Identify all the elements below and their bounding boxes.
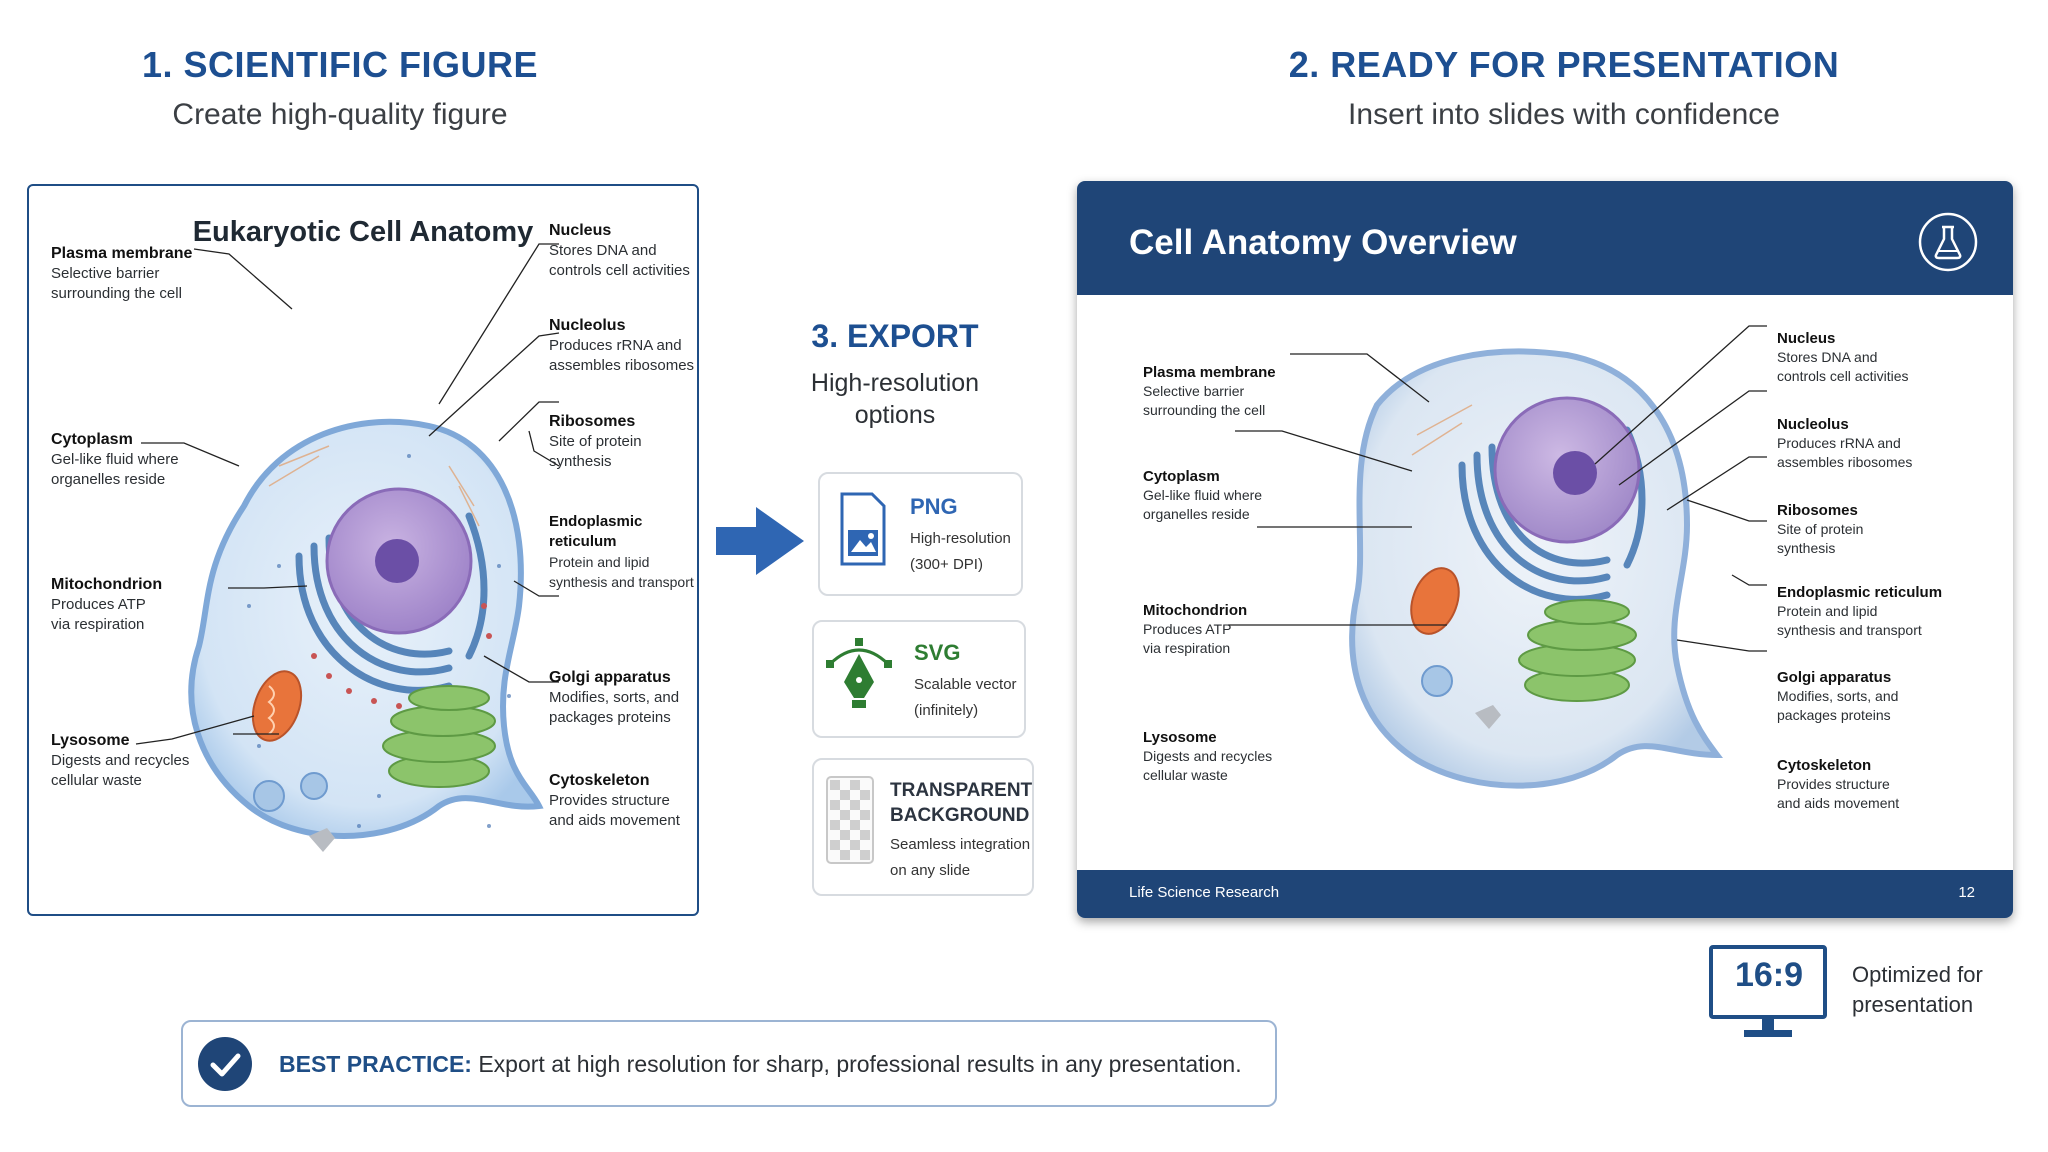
transparency-grid-icon bbox=[826, 776, 874, 864]
section2-subtitle: Insert into slides with confidence bbox=[1348, 98, 1780, 131]
best-practice-label: BEST PRACTICE: bbox=[279, 1051, 472, 1077]
slide-page-number: 12 bbox=[1958, 884, 1975, 901]
export-transparent-card[interactable]: TRANSPARENT BACKGROUND Seamless integrat… bbox=[812, 758, 1034, 896]
section1-title: 1. SCIENTIFIC FIGURE bbox=[141, 44, 539, 85]
transparent-description: Seamless integration on any slide bbox=[890, 836, 1031, 879]
figure-panel: Eukaryotic Cell Anatomy bbox=[27, 184, 699, 916]
image-file-icon bbox=[840, 492, 886, 566]
slide-footer-text: Life Science Research bbox=[1129, 884, 1280, 901]
svg-format-label: SVG bbox=[914, 640, 961, 665]
best-practice-text: Export at high resolution for sharp, pro… bbox=[478, 1051, 1242, 1077]
arrow-right-icon bbox=[716, 507, 804, 575]
check-circle-icon bbox=[198, 1037, 252, 1091]
best-practice-text-wrap: BEST PRACTICE: Export at high resolution… bbox=[279, 1051, 1242, 1078]
aspect-ratio-label: 16:9 bbox=[1734, 956, 1804, 994]
golgi-shape bbox=[382, 685, 496, 788]
nucleolus-shape bbox=[375, 539, 419, 583]
export-png-card[interactable]: PNG High-resolution (300+ DPI) bbox=[818, 472, 1023, 596]
section2-header: 2. READY FOR PRESENTATION Insert into sl… bbox=[1254, 44, 1874, 132]
lysosome-shape bbox=[253, 780, 285, 812]
flask-icon bbox=[1918, 212, 1978, 272]
slide-cell-diagram bbox=[1228, 325, 1767, 789]
export-subtitle: High-resolution options bbox=[810, 369, 980, 429]
cell-diagram bbox=[135, 243, 560, 852]
export-header: 3. EXPORT High-resolution options bbox=[770, 318, 1020, 431]
svg-description: Scalable vector (infinitely) bbox=[914, 676, 1017, 719]
section1-header: 1. SCIENTIFIC FIGURE Create high-quality… bbox=[30, 44, 650, 132]
section2-title: 2. READY FOR PRESENTATION bbox=[1288, 44, 1840, 85]
figure-title: Eukaryotic Cell Anatomy bbox=[192, 216, 534, 248]
mitochondrion-shape bbox=[251, 670, 303, 742]
png-description: High-resolution (300+ DPI) bbox=[910, 530, 1011, 573]
slide-header: Cell Anatomy Overview bbox=[1077, 181, 2013, 295]
slide-footer: Life Science Research 12 bbox=[1077, 870, 2013, 918]
best-practice-banner: BEST PRACTICE: Export at high resolution… bbox=[181, 1020, 1277, 1107]
export-title: EXPORT bbox=[847, 318, 979, 354]
export-svg-card[interactable]: SVG Scalable vector (infinitely) bbox=[812, 620, 1026, 738]
export-number: 3. bbox=[811, 318, 839, 354]
aspect-ratio-caption: Optimized for presentation bbox=[1852, 962, 1983, 1017]
section1-subtitle: Create high-quality figure bbox=[172, 98, 508, 131]
pen-tool-icon bbox=[826, 638, 892, 708]
monitor-icon bbox=[1709, 945, 1827, 1037]
slide-preview: Cell Anatomy Overview bbox=[1077, 181, 2013, 918]
slide-title: Cell Anatomy Overview bbox=[1129, 223, 1517, 262]
transparent-format-label: TRANSPARENT BACKGROUND bbox=[890, 780, 1033, 826]
png-format-label: PNG bbox=[910, 494, 958, 519]
